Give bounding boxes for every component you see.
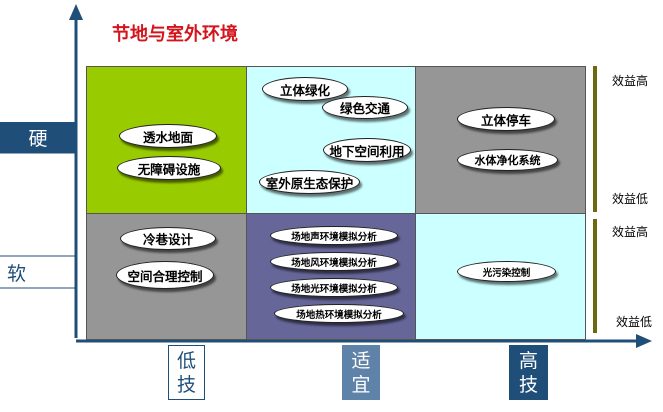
col-label-low-2: 技 [176, 373, 196, 396]
pill-space-control: 空间合理控制 [116, 261, 214, 289]
pill-light-simulation: 场地光环境模拟分析 [270, 278, 398, 297]
cell-hard-high [415, 66, 586, 214]
col-label-appropriate-tech: 适 宜 [342, 345, 380, 400]
col-label-high-1: 高 [518, 349, 538, 372]
pill-barrier-free-facility: 无障碍设施 [117, 156, 221, 180]
col-label-mid-1: 适 [351, 349, 371, 372]
benefit-soft-low: 效益低 [616, 315, 653, 329]
pill-thermal-simulation: 场地热环境模拟分析 [274, 304, 404, 323]
pill-wind-simulation: 场地风环境模拟分析 [270, 252, 398, 271]
pill-vertical-parking: 立体停车 [457, 107, 555, 131]
benefit-soft-high: 效益高 [612, 225, 649, 239]
col-label-high-tech: 高 技 [509, 345, 548, 400]
pill-water-purification: 水体净化系统 [457, 149, 558, 171]
row-label-soft-text: 软 [7, 262, 27, 285]
pill-light-pollution-control: 光污染控制 [457, 261, 556, 282]
row-label-soft: 软 [0, 256, 42, 288]
pill-permeable-ground: 透水地面 [119, 124, 217, 148]
col-label-mid-2: 宜 [351, 373, 371, 396]
pill-acoustic-simulation: 场地声环境模拟分析 [270, 226, 398, 245]
col-label-low-tech: 低 技 [168, 345, 205, 400]
benefit-bar-hard [593, 66, 597, 212]
benefit-hard-low: 效益低 [612, 192, 649, 206]
pill-ecology-protection: 室外原生态保护 [259, 170, 360, 194]
pill-vertical-greening: 立体绿化 [262, 77, 348, 101]
row-label-hard: 硬 [0, 122, 76, 153]
pill-green-transport: 绿色交通 [322, 96, 408, 119]
pill-underground-space: 地下空间利用 [323, 138, 411, 162]
benefit-bar-soft [593, 219, 597, 333]
pill-cold-alley-design: 冷巷设计 [120, 227, 216, 250]
col-label-low-1: 低 [176, 349, 196, 372]
col-label-high-2: 技 [518, 373, 538, 396]
row-label-hard-text: 硬 [28, 128, 48, 150]
benefit-hard-high: 效益高 [612, 74, 649, 88]
diagram-title: 节地与室外环境 [112, 24, 238, 45]
x-axis-arrow [636, 334, 652, 348]
y-axis-arrow [69, 4, 83, 20]
